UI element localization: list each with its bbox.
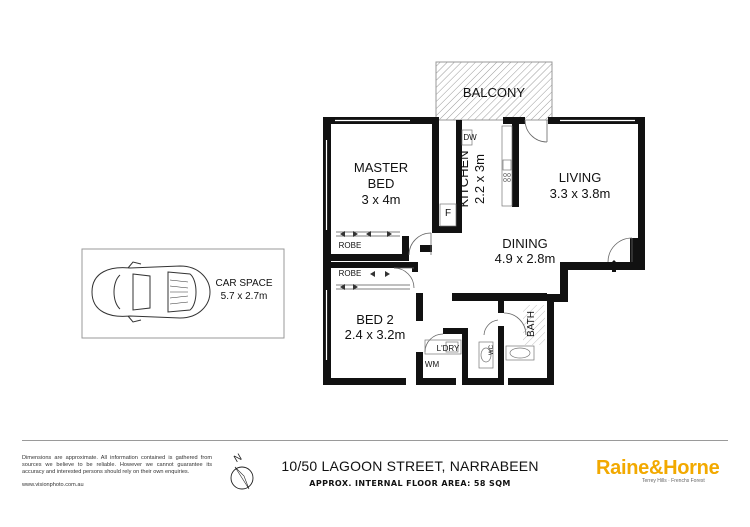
wet-area-fixtures: [424, 339, 535, 369]
bath-label: BATH: [526, 311, 537, 337]
dishwasher-label: DW: [463, 133, 477, 142]
living-dimensions: 3.3 x 3.8m: [549, 186, 611, 201]
compass-letter: N: [232, 452, 244, 465]
car-icon: [91, 261, 211, 323]
bed2-label: BED 2: [356, 312, 394, 327]
balcony-label: BALCONY: [462, 85, 526, 100]
car-space-area: [81, 248, 285, 339]
robes: [336, 231, 410, 290]
compass-north-icon: N: [230, 452, 254, 490]
robe-label-master: ROBE: [338, 241, 362, 250]
kitchen-bench: [439, 125, 513, 227]
car-space-dimensions: 5.7 x 2.7m: [220, 291, 268, 302]
disclaimer-text: Dimensions are approximate. All informat…: [22, 455, 212, 475]
balcony-area: [435, 61, 553, 121]
property-address: 10/50 LAGOON STREET, NARRABEEN: [281, 458, 539, 474]
robe-arrow-icons: [340, 231, 392, 290]
master-bed-label-line2: BED: [367, 176, 395, 191]
washing-machine-label: WM: [424, 360, 440, 369]
dining-dimensions: 4.9 x 2.8m: [494, 251, 556, 266]
dining-label: DINING: [502, 236, 548, 251]
kitchen-label: KITCHEN: [456, 150, 471, 208]
bath-floor-pattern: [523, 305, 545, 345]
internal-floor-area: APPROX. INTERNAL FLOOR AREA: 58 SQM: [309, 479, 511, 488]
kitchen-dimensions: 2.2 x 3m: [472, 154, 487, 204]
brand-subtitle: Terrey Hills · Frenchs Forest: [642, 478, 705, 484]
brand-logo: Raine&Horne: [596, 457, 720, 479]
robe-label-bed2: ROBE: [338, 269, 362, 278]
wc-label: WC: [489, 345, 495, 355]
car-space-label: CAR SPACE: [215, 278, 273, 289]
windows: [325, 119, 635, 360]
bed2-dimensions: 2.4 x 3.2m: [344, 327, 406, 342]
fridge-label: F: [444, 208, 452, 219]
floor-plan: [81, 61, 645, 385]
footer-divider: [22, 440, 728, 441]
living-label: LIVING: [558, 170, 602, 185]
entry-arrow-icon: [608, 260, 620, 272]
master-bed-dimensions: 3 x 4m: [361, 192, 401, 207]
laundry-label: L'DRY: [436, 344, 460, 353]
master-bed-label-line1: MASTER: [353, 160, 409, 175]
website-text: www.visionphoto.com.au: [22, 482, 84, 488]
